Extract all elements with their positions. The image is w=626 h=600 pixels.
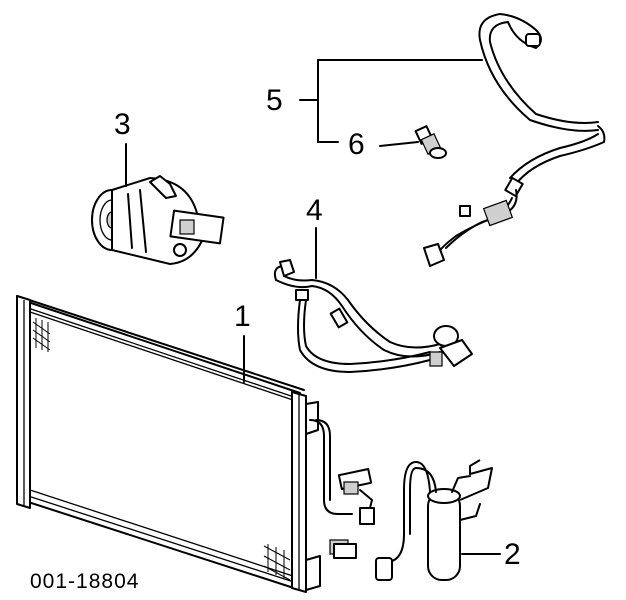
illustration-code: 001-18804 xyxy=(30,570,140,593)
callout-5: 5 xyxy=(266,84,283,117)
callout-6: 6 xyxy=(348,128,365,161)
condenser-drawing xyxy=(16,295,375,593)
callout-2: 2 xyxy=(504,538,521,571)
compressor-drawing xyxy=(91,175,225,265)
callout-1: 1 xyxy=(234,300,251,333)
hose-assembly-drawing xyxy=(273,259,473,373)
valve-drawing xyxy=(414,125,447,159)
accumulator-drawing xyxy=(375,459,493,581)
leader-lines xyxy=(125,59,501,555)
line-assembly-drawing xyxy=(423,13,606,267)
callout-4: 4 xyxy=(306,194,323,227)
callout-3: 3 xyxy=(114,108,131,141)
